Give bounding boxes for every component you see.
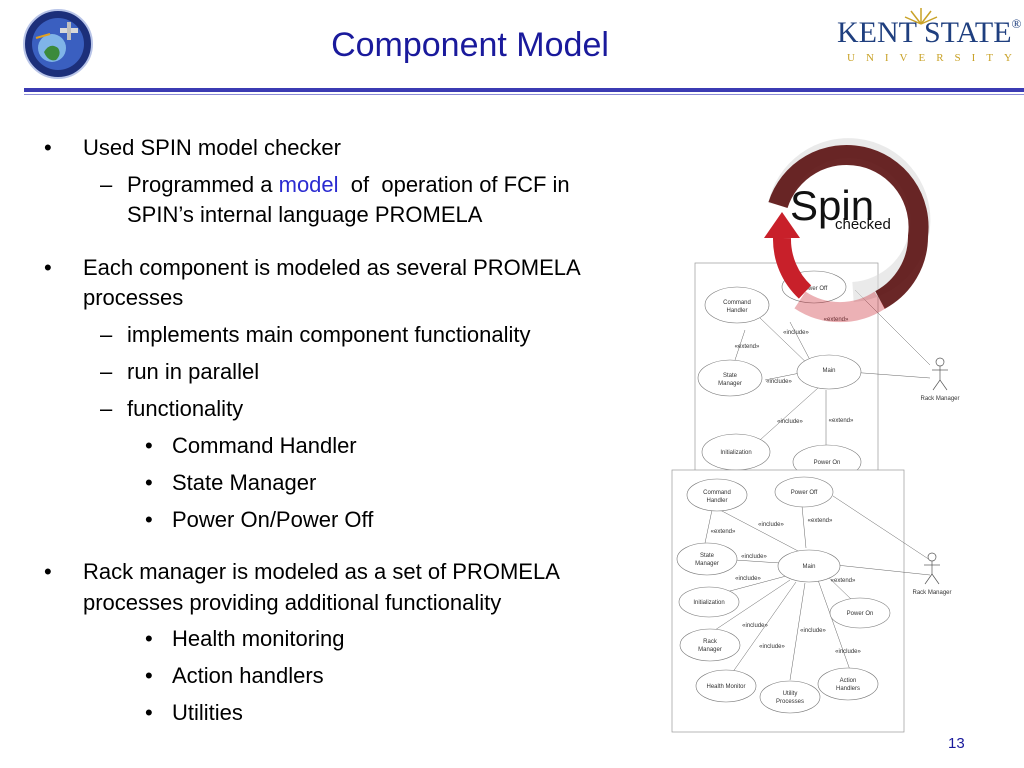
top-state-manager-line2: Manager bbox=[718, 381, 742, 387]
dash-marker: – bbox=[100, 396, 113, 421]
bottom-rack-manager-line2: Manager bbox=[698, 647, 722, 653]
bottom-include-3: «include» bbox=[735, 576, 761, 582]
bottom-state-manager-line2: Manager bbox=[695, 561, 719, 567]
bullet-rack-manager: Rack manager is modeled as a set of PROM… bbox=[83, 559, 560, 584]
bottom-utility-line2: Processes bbox=[776, 699, 804, 705]
bullet-marker: • bbox=[145, 470, 153, 495]
bottom-actor-label: Rack Manager bbox=[912, 590, 951, 596]
bottom-use-case-diagram: Command Handler Power Off State Manager … bbox=[671, 469, 952, 733]
bottom-health-monitor: Health Monitor bbox=[706, 684, 745, 690]
item-health-monitoring: Health monitoring bbox=[172, 626, 345, 651]
bottom-rack-manager-line1: Rack bbox=[703, 639, 718, 645]
bottom-actor-icon bbox=[924, 552, 940, 585]
top-main: Main bbox=[822, 368, 835, 374]
bullet-rack-manager-cont: processes providing additional functiona… bbox=[83, 590, 502, 615]
bullet-marker: • bbox=[145, 663, 153, 688]
registered-mark: ® bbox=[1011, 16, 1022, 31]
item-power-on-off: Power On/Power Off bbox=[172, 507, 374, 532]
bottom-include-1: «include» bbox=[758, 522, 784, 528]
bullet-each-component-cont: processes bbox=[83, 285, 184, 310]
top-actor-icon bbox=[932, 357, 948, 391]
bullet-marker: • bbox=[145, 626, 153, 651]
university-wordmark: UNIVERSITY bbox=[847, 52, 1023, 64]
subbullet-functionality: functionality bbox=[127, 396, 244, 421]
header-rule bbox=[24, 88, 1024, 92]
subbullet-implements: implements main component functionality bbox=[127, 322, 531, 347]
bottom-extend-3: «extend» bbox=[831, 578, 856, 584]
bottom-include-5: «include» bbox=[800, 628, 826, 634]
bottom-utility-line1: Utility bbox=[783, 691, 798, 697]
mission-emblem-logo bbox=[22, 8, 94, 80]
spin-word: Spin bbox=[790, 182, 874, 229]
top-extend-3: «extend» bbox=[829, 418, 854, 424]
kent-state-logo: KENT STATE® UNIVERSITY bbox=[835, 8, 1021, 68]
bullet-marker: • bbox=[145, 433, 153, 458]
bottom-power-off: Power Off bbox=[791, 490, 818, 496]
bullet-each-component: Each component is modeled as several PRO… bbox=[83, 255, 581, 280]
top-state-manager-line1: State bbox=[723, 373, 738, 379]
subbullet-parallel: run in parallel bbox=[127, 359, 260, 384]
item-command-handler: Command Handler bbox=[172, 433, 357, 458]
top-initialization: Initialization bbox=[720, 450, 751, 456]
bottom-extend-2: «extend» bbox=[808, 518, 833, 524]
top-include-1: «include» bbox=[783, 330, 809, 336]
operation-text: of operation of FCF in bbox=[338, 172, 570, 197]
top-power-off: Power Off bbox=[801, 286, 828, 292]
top-command-handler-line1: Command bbox=[723, 300, 751, 306]
bottom-main: Main bbox=[802, 564, 815, 570]
subbullet-promela: SPIN’s internal language PROMELA bbox=[127, 202, 483, 227]
bottom-action-line2: Handlers bbox=[836, 686, 860, 692]
model-link[interactable]: model bbox=[278, 172, 339, 197]
top-include-2: «include» bbox=[766, 379, 792, 385]
top-include-3: «include» bbox=[777, 419, 803, 425]
item-action-handlers: Action handlers bbox=[172, 663, 324, 688]
bottom-include-2: «include» bbox=[741, 554, 767, 560]
top-actor-label: Rack Manager bbox=[920, 396, 959, 402]
spin-arrow-icon bbox=[764, 212, 800, 238]
top-power-on: Power On bbox=[814, 460, 841, 466]
top-extend-2: «extend» bbox=[735, 344, 760, 350]
top-use-case-diagram: Command Handler Power Off State Manager … bbox=[694, 262, 960, 506]
bullet-marker: • bbox=[44, 559, 52, 584]
dash-marker: – bbox=[100, 359, 113, 384]
spin-checked-logo: Spin checked bbox=[764, 138, 931, 323]
dash-marker: – bbox=[100, 172, 113, 197]
bottom-extend-1: «extend» bbox=[711, 529, 736, 535]
bottom-include-7: «include» bbox=[835, 649, 861, 655]
bottom-command-handler-line2: Handler bbox=[706, 498, 727, 504]
bottom-include-6: «include» bbox=[759, 644, 785, 650]
header-rule-thin bbox=[24, 94, 1024, 95]
top-command-handler-line2: Handler bbox=[726, 308, 747, 314]
item-utilities: Utilities bbox=[172, 700, 243, 725]
programmed-text: Programmed a bbox=[127, 172, 279, 197]
slide-title: Component Model bbox=[331, 26, 609, 64]
kent-state-wordmark: KENT STATE bbox=[837, 16, 1012, 49]
subbullet-programmed-model: Programmed a model of operation of FCF i… bbox=[127, 172, 570, 198]
bottom-action-line1: Action bbox=[840, 678, 857, 684]
bullet-marker: • bbox=[145, 507, 153, 532]
bottom-state-manager-line1: State bbox=[700, 553, 715, 559]
bottom-power-on: Power On bbox=[847, 611, 874, 617]
sunburst-icon bbox=[904, 8, 938, 25]
item-state-manager: State Manager bbox=[172, 470, 317, 495]
bottom-include-4: «include» bbox=[742, 623, 768, 629]
bullet-marker: • bbox=[44, 255, 52, 280]
bottom-command-handler-line1: Command bbox=[703, 490, 731, 496]
bullet-marker: • bbox=[44, 135, 52, 160]
top-extend-1: «extend» bbox=[824, 317, 849, 323]
bullet-marker: • bbox=[145, 700, 153, 725]
dash-marker: – bbox=[100, 322, 113, 347]
checked-word: checked bbox=[835, 216, 891, 233]
bottom-initialization: Initialization bbox=[693, 600, 724, 606]
page-number: 13 bbox=[948, 735, 965, 752]
bullet-used-spin: Used SPIN model checker bbox=[83, 135, 341, 160]
